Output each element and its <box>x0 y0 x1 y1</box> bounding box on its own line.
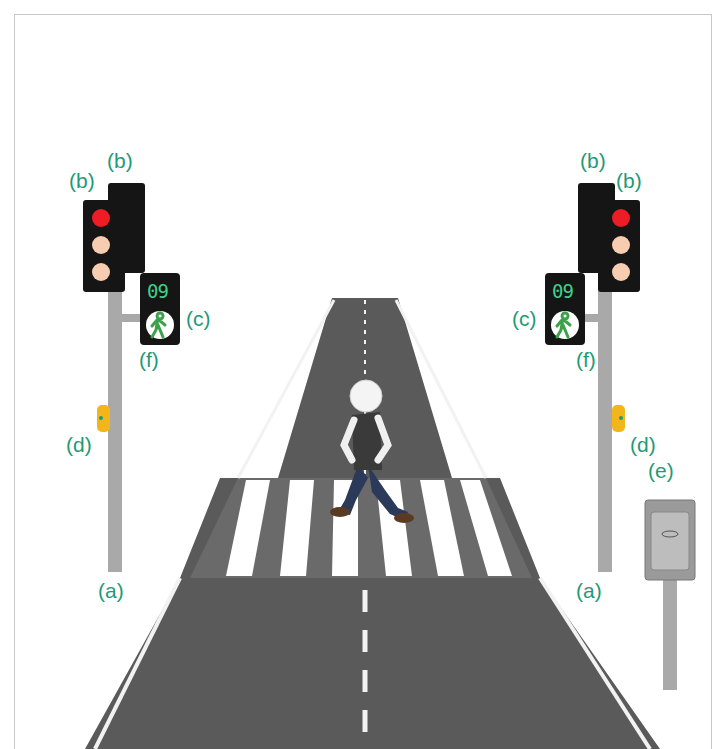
callout-label: (a) <box>98 580 124 601</box>
pedestrian-figure <box>330 380 414 523</box>
road-edge <box>540 578 650 749</box>
callout-label: (b) <box>69 170 95 191</box>
frame <box>15 15 712 749</box>
zebra-stripes <box>226 480 512 576</box>
callout-label: (a) <box>576 580 602 601</box>
callout-label: (d) <box>630 434 656 455</box>
callout-label: (c) <box>512 308 537 329</box>
crossing-area <box>190 478 532 578</box>
right-signal <box>545 183 640 572</box>
callout-label: (f) <box>576 349 596 370</box>
detector-box <box>645 500 695 690</box>
road-edge <box>238 300 334 478</box>
callout-label: (b) <box>616 170 642 191</box>
callout-label: (d) <box>66 434 92 455</box>
countdown-digits: 09 <box>552 282 573 301</box>
callout-label: (f) <box>139 349 159 370</box>
callout-label: (e) <box>648 460 674 481</box>
callout-label: (b) <box>107 150 133 171</box>
left-signal <box>83 183 180 572</box>
road <box>85 298 660 749</box>
countdown-digits: 09 <box>147 282 168 301</box>
road-edge <box>396 300 486 478</box>
center-line <box>363 590 368 749</box>
callout-label: (b) <box>580 150 606 171</box>
road-edge <box>95 578 180 749</box>
callout-label: (c) <box>186 308 211 329</box>
